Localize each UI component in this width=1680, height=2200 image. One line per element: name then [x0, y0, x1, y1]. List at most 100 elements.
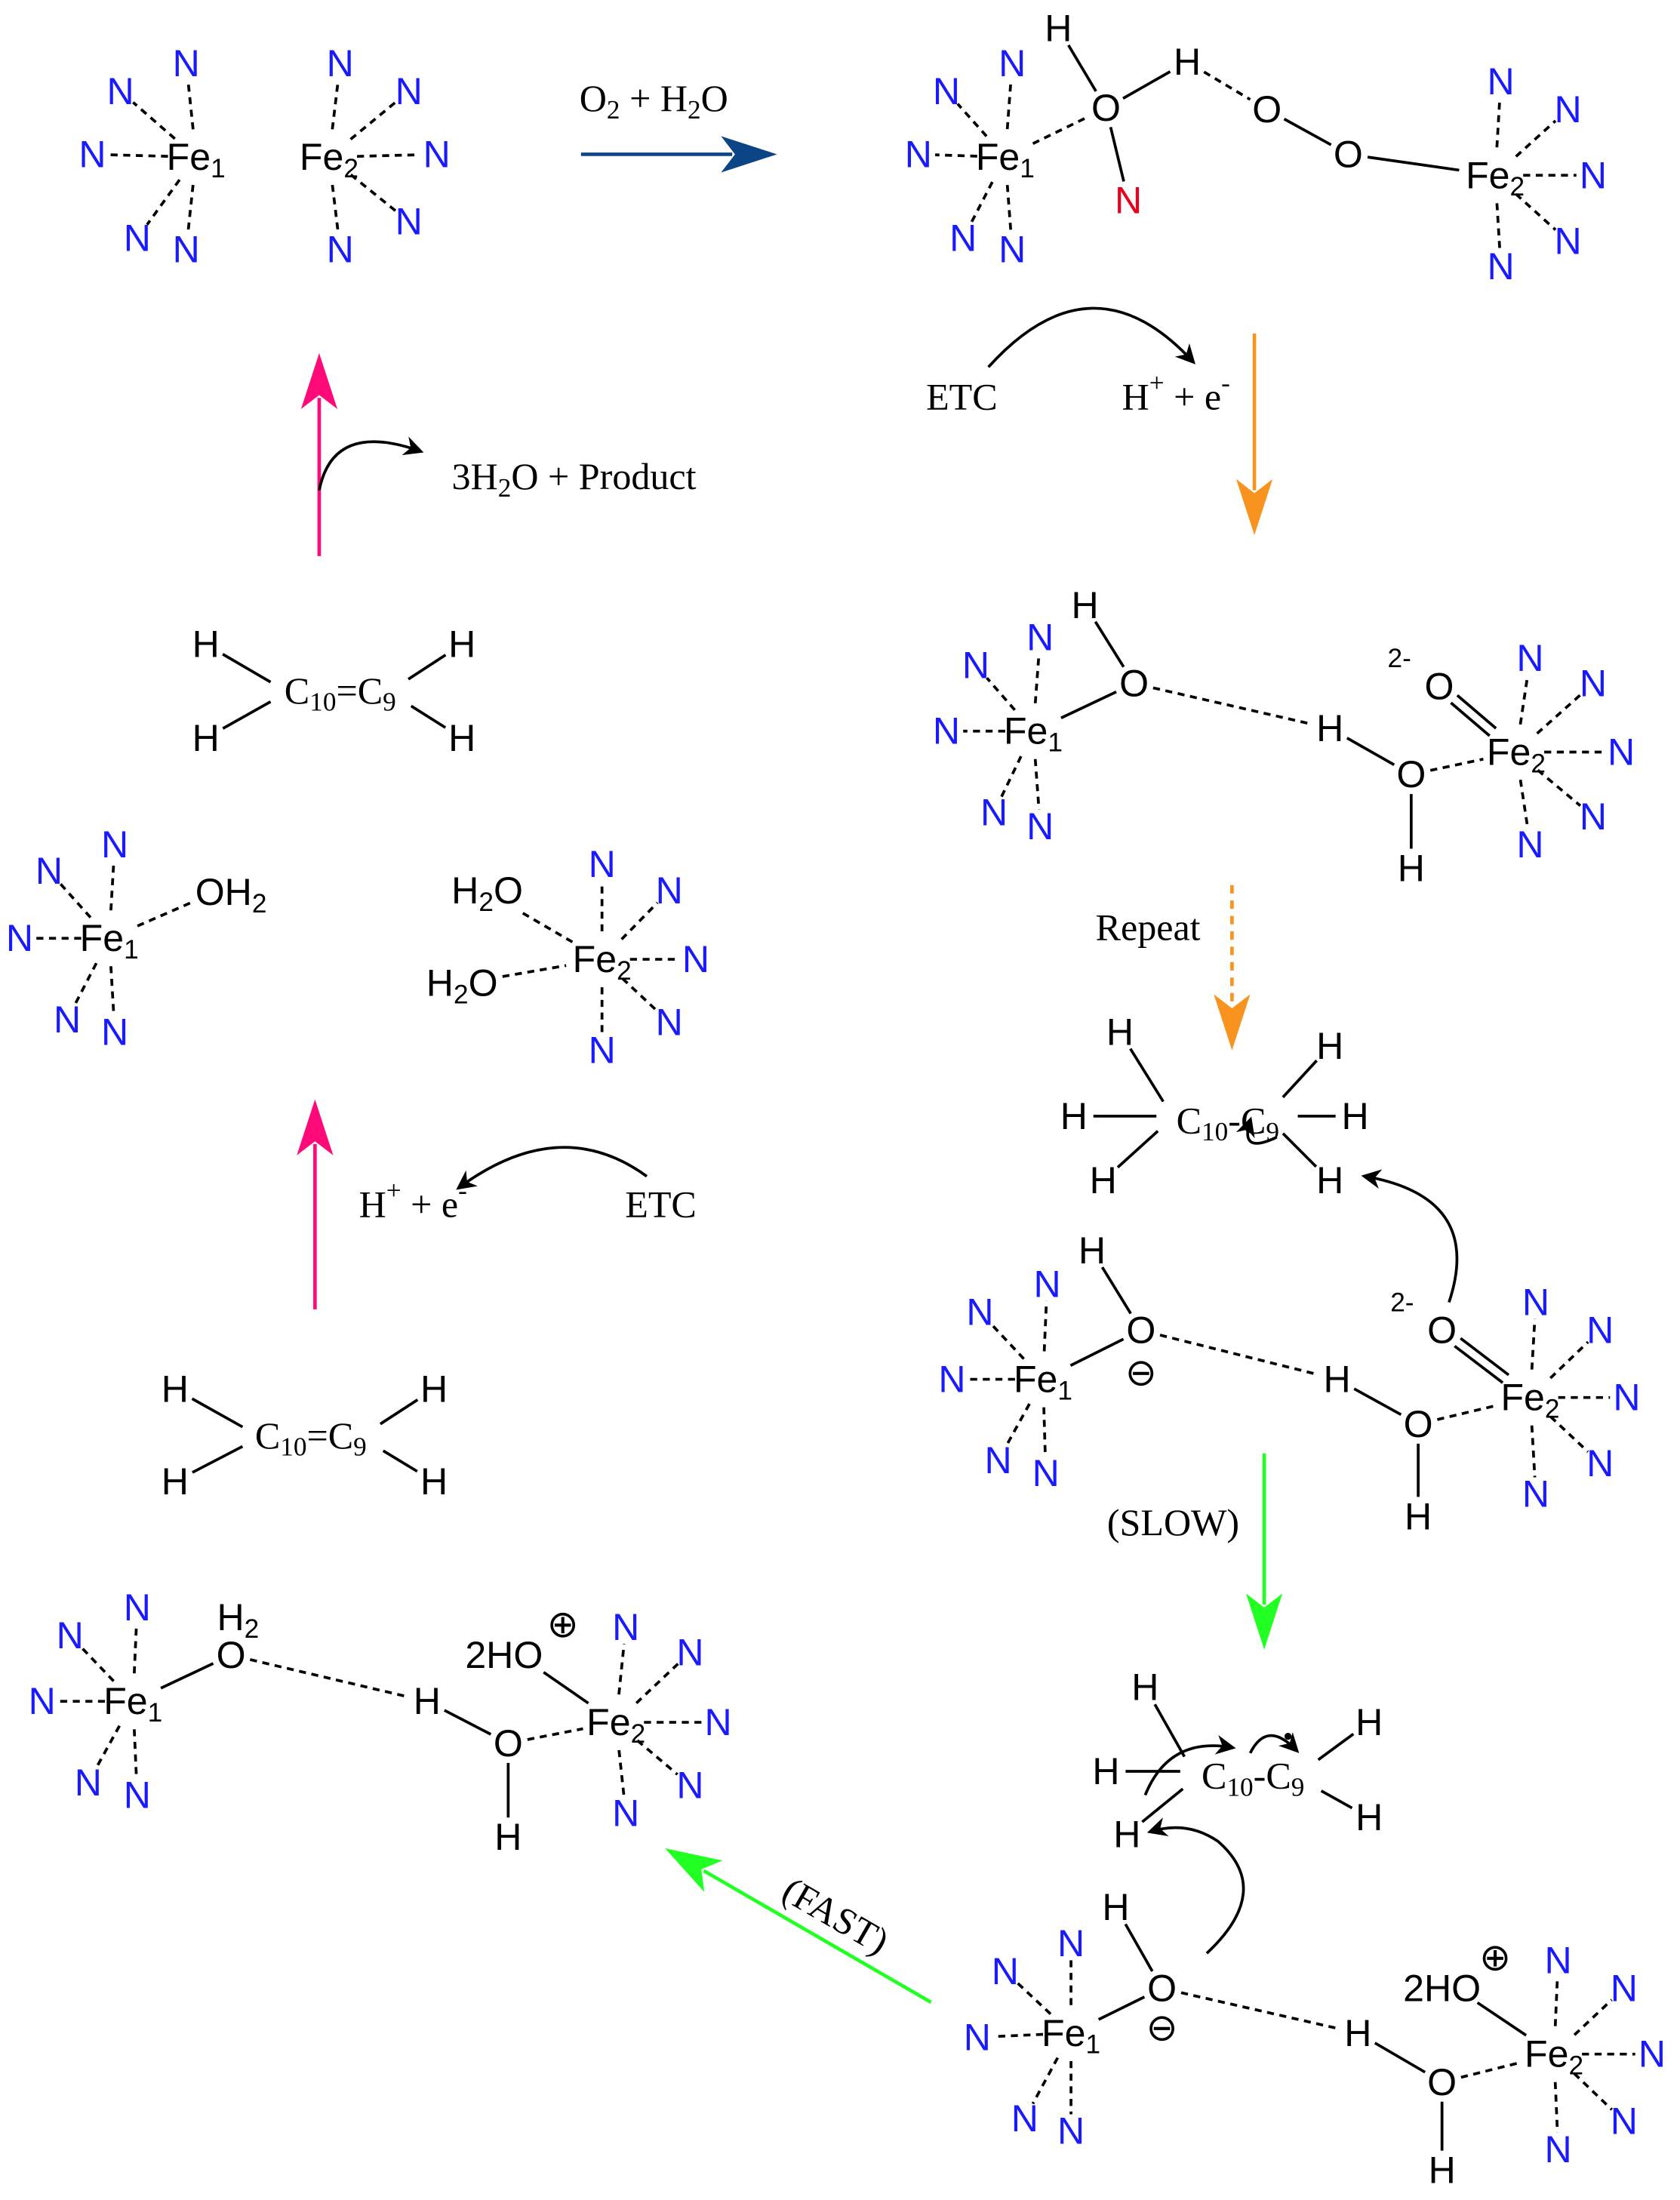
text-part: N [656, 1002, 683, 1044]
text-part: N [1638, 2033, 1666, 2075]
text-part: + e [402, 1183, 459, 1226]
dashed-bond [1005, 79, 1013, 130]
text-part: N [1057, 1922, 1085, 1965]
text-part: ETC [926, 375, 998, 417]
subscript: 2 [245, 1614, 260, 1643]
subscript: 10 [280, 1432, 306, 1461]
text-part: N [676, 1765, 703, 1807]
text-part: N [1580, 154, 1607, 196]
radical-dot [1284, 1732, 1292, 1740]
text-part: = [336, 669, 357, 712]
text-part: N [124, 1774, 151, 1817]
dashed-bond [522, 912, 574, 944]
text-part: N [966, 1291, 993, 1334]
atom-label: H [1323, 1358, 1350, 1401]
text-part: Repeat [1096, 906, 1201, 948]
text-part: N [1011, 2097, 1038, 2140]
fe-two-atom: Fe2 [1500, 1377, 1559, 1423]
dashed-bond [1553, 2082, 1559, 2133]
o-to-h-curved-arrow [1146, 1817, 1245, 1955]
text-part: C [285, 669, 309, 712]
text-part: H [1344, 2012, 1371, 2054]
subscript: 9 [1291, 1772, 1305, 1802]
dashed-bond [94, 1725, 121, 1769]
n-ligand: N [395, 70, 423, 112]
text-part: O [1147, 1967, 1177, 2009]
n-ligand: N [1011, 2097, 1038, 2140]
atom-label: O [1334, 133, 1363, 175]
text-part: N [1026, 805, 1054, 848]
atom-label: O [494, 1722, 523, 1765]
text-part: O [494, 869, 523, 912]
atom-label: H [192, 717, 220, 759]
text-part: C [358, 669, 383, 712]
subscript: 2 [688, 95, 701, 125]
n-ligand: N [705, 1701, 732, 1743]
n-ligand: N [101, 823, 128, 866]
text-part: Fe [1042, 2012, 1085, 2054]
bond [1067, 44, 1097, 92]
n-ligand: N [1611, 2100, 1638, 2143]
dashed-bond [1032, 115, 1089, 145]
text-part: O [195, 871, 225, 913]
bond [160, 1662, 214, 1690]
bond [1317, 1732, 1355, 1762]
minus-charge: ⊖ [1125, 1351, 1157, 1393]
n-ligand: N [1580, 154, 1607, 196]
bond [1282, 1059, 1318, 1099]
bond [1367, 155, 1460, 172]
text-part: N [1522, 1282, 1549, 1324]
text-part: H [1092, 1750, 1119, 1792]
n-ligand: N [1580, 663, 1607, 705]
dashed-bond [621, 977, 658, 1012]
atom-label: H [414, 1680, 441, 1722]
text-part: H [192, 623, 220, 666]
text-part: N [1026, 616, 1054, 658]
atom-label: H [192, 623, 220, 666]
text-part: Fe [1500, 1377, 1544, 1419]
text-part: N [75, 1762, 102, 1804]
atom-label: O [217, 1634, 246, 1676]
bond [1109, 127, 1125, 182]
text-part: N [998, 229, 1026, 271]
superscript: 2- [1390, 1288, 1414, 1317]
text-part: H [1405, 1495, 1432, 1537]
text-part: O [1334, 133, 1363, 175]
dashed-bond [1515, 192, 1557, 231]
c9-curved-arrow [1235, 1116, 1278, 1145]
dashed-bond [133, 1729, 138, 1779]
n-ligand: N [124, 1774, 151, 1817]
text-part: Fe [586, 1701, 630, 1743]
text-part: N [29, 1680, 56, 1722]
n-ligand: N [1522, 1282, 1549, 1324]
dashed-bond [80, 1646, 115, 1682]
atom-label: O [1119, 663, 1149, 705]
n-ligand: N [327, 229, 354, 271]
subscript: 1 [211, 153, 226, 183]
text-part: N [933, 70, 960, 112]
text-part: N [985, 1439, 1012, 1482]
dashed-bond [1460, 2060, 1522, 2079]
aqua-ligand: OH2 [195, 871, 267, 918]
atom-label: H [1405, 1495, 1432, 1537]
atom-label: O [1427, 2061, 1457, 2103]
fe-two-atom: Fe2 [1525, 2033, 1583, 2080]
n-ligand: N [964, 2016, 991, 2058]
text-part: H [1113, 1813, 1140, 1855]
n-ligand: N [980, 791, 1008, 833]
n-ligand: N [656, 1002, 683, 1044]
n-ligand: N [124, 217, 151, 260]
superscript: + [386, 1176, 402, 1205]
n-ligand: N [985, 1439, 1012, 1482]
dashed-bond [1537, 768, 1582, 808]
minus-charge: ⊖ [1146, 2006, 1178, 2048]
text-part: O [1119, 663, 1149, 705]
dashed-bond [109, 861, 115, 911]
aqua-ligand: H2O [451, 869, 523, 916]
etc-curved-arrow [987, 306, 1195, 368]
text-part: H [192, 717, 220, 759]
text-part: H [162, 1368, 189, 1411]
n-ligand: N [589, 843, 616, 885]
n-ligand: N [106, 70, 134, 112]
dashed-bond [1180, 1991, 1340, 2030]
